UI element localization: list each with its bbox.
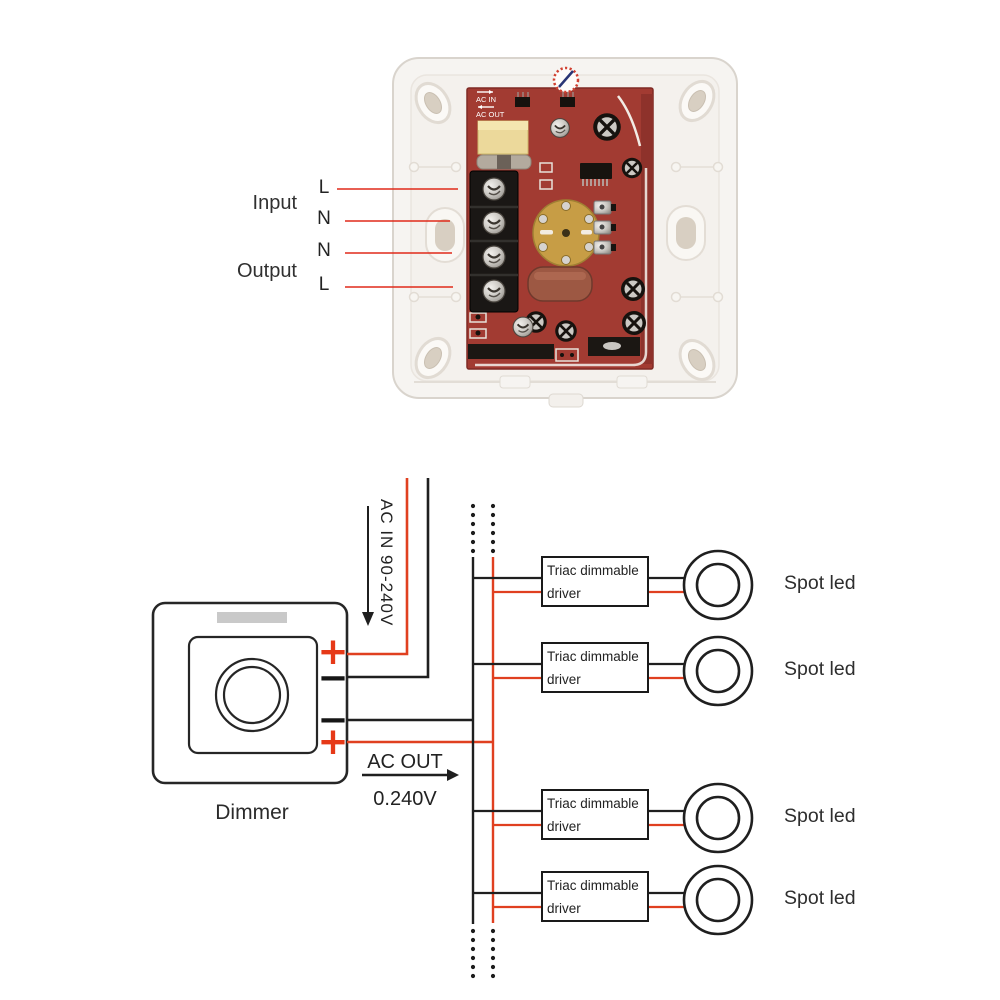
driver-4-line2: driver (547, 901, 581, 916)
enclosure-bottom-tab (548, 393, 584, 408)
terminal-screw-4 (481, 278, 507, 304)
side-cutout-right (666, 205, 706, 261)
side-cutout-left (425, 207, 465, 263)
ic-chip (580, 163, 612, 186)
electrolytic-cap (591, 111, 623, 143)
trimmer-dial (552, 66, 580, 94)
terminal-screw-2 (481, 210, 507, 236)
ac-in-neutral-wire (347, 478, 430, 679)
terminal-screw-1 (481, 176, 507, 202)
dimmer-label: Dimmer (215, 801, 289, 824)
wiring-diagram (151, 478, 754, 979)
terminal-block (469, 170, 519, 313)
ac-in-label: AC IN 90-240V (377, 499, 396, 627)
ac-in-live-wire (347, 478, 409, 656)
pcb-board: AC IN AC OUT (466, 66, 654, 370)
dimmer-knob-inner (222, 665, 282, 725)
dimmer-symbol (151, 601, 349, 785)
ac-out-voltage: 0.240V (373, 788, 437, 810)
spot-led-label-1: Spot led (784, 572, 856, 594)
film-capacitor (527, 266, 593, 302)
driver-1-line2: driver (547, 586, 581, 601)
dimmer-terminal-minus-in: − (317, 656, 349, 699)
led-live-wires (649, 590, 687, 909)
spot-led-label-4: Spot led (784, 887, 856, 909)
relay-contacts (593, 200, 616, 255)
spot-led-label-2: Spot led (784, 658, 856, 680)
ac-out-arrow (362, 769, 459, 781)
driver-2-line1: Triac dimmable (547, 649, 639, 664)
driver-4-line1: Triac dimmable (547, 878, 639, 893)
spot-led-label-3: Spot led (784, 805, 856, 827)
wire-label-input-n: N (317, 208, 331, 229)
dimmer-knob-outer (214, 657, 290, 733)
output-label: Output (236, 260, 297, 282)
led-neutral-wires (649, 576, 686, 895)
jumper-wire (617, 95, 642, 147)
bottom-connector (468, 344, 554, 359)
ac-out-label: AC OUT (367, 751, 443, 773)
pcb-ac-out-text: AC OUT (476, 110, 505, 119)
potentiometer (532, 199, 600, 267)
spot-led-symbols (682, 549, 754, 936)
driver-3-line1: Triac dimmable (547, 796, 639, 811)
driver-2-line2: driver (547, 672, 581, 687)
triac-driver-box-4: Triac dimmable driver (541, 871, 649, 922)
bus-continuation-dots (470, 503, 496, 979)
dimmer-terminal-plus-in: + (317, 630, 349, 673)
wire-label-output-l: L (318, 274, 330, 295)
dimmer-terminal-minus-out: − (317, 698, 349, 741)
ac-in-arrow (362, 506, 374, 626)
wire-label-input-l: L (318, 177, 330, 198)
product-photo: AC IN AC OUT (337, 57, 738, 408)
pcb-ac-in-text: AC IN (476, 95, 496, 104)
triac-driver-box-1: Triac dimmable driver (541, 556, 649, 607)
input-label: Input (252, 192, 297, 214)
driver-1-line1: Triac dimmable (547, 563, 639, 578)
wire-label-output-n: N (317, 240, 331, 261)
terminal-screw-3 (481, 244, 507, 270)
driver-neutral-branches (473, 576, 541, 895)
dimmer-terminal-plus-out: + (317, 720, 349, 763)
pcb-silkscreen-border (475, 168, 648, 367)
terminal-callout-lines (337, 188, 458, 288)
dimmer-indicator-bar (217, 612, 287, 623)
driver-live-branches (493, 590, 541, 909)
driver-3-line2: driver (547, 819, 581, 834)
triac-driver-box-3: Triac dimmable driver (541, 789, 649, 840)
triac-driver-box-2: Triac dimmable driver (541, 642, 649, 693)
